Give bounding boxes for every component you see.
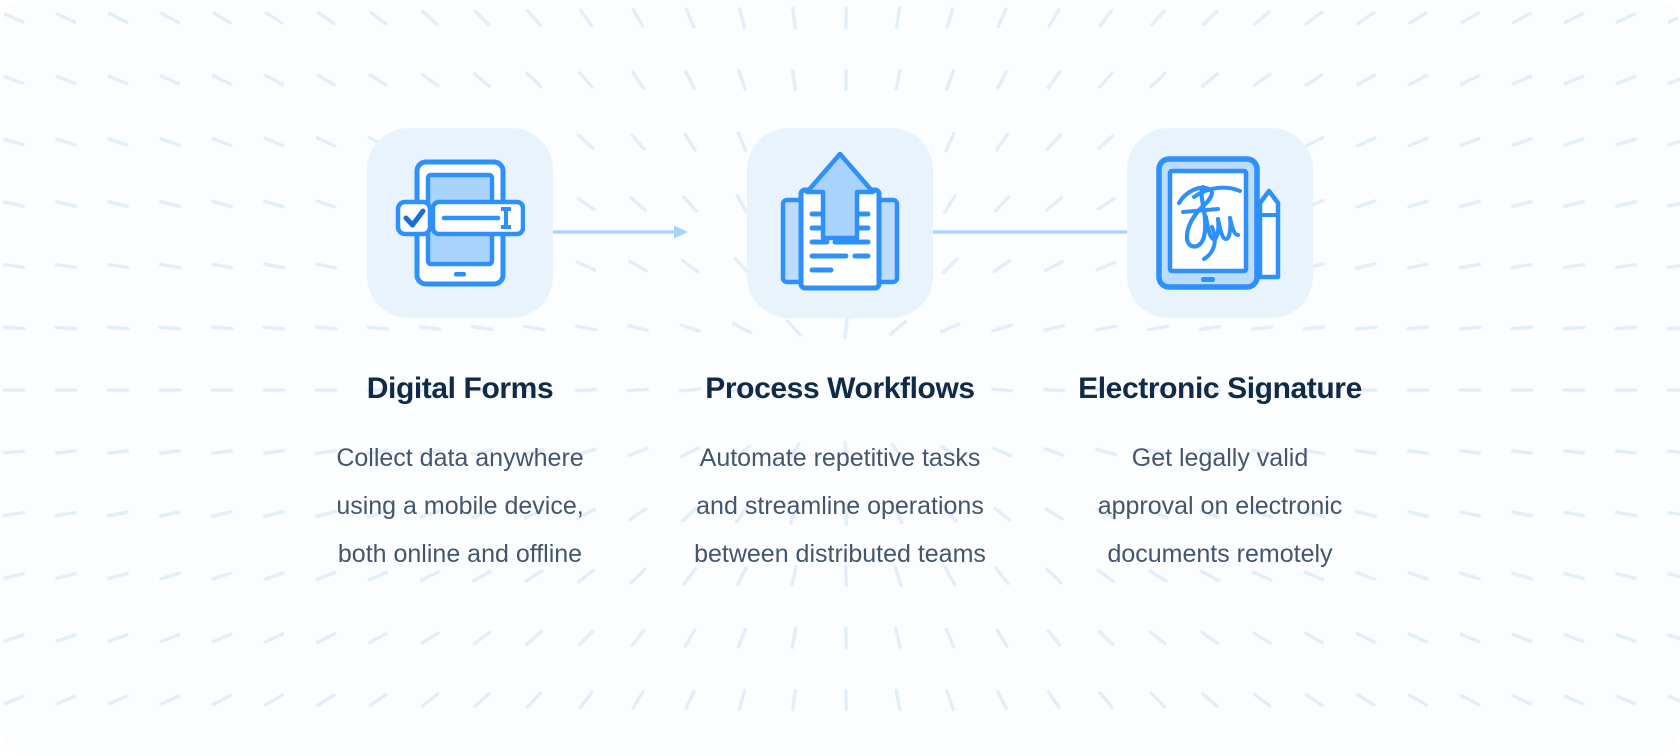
- step-title: Electronic Signature: [1078, 372, 1362, 405]
- step-description-line: Get legally valid: [1131, 443, 1309, 472]
- tablet-signature-pen-icon: [1156, 156, 1281, 290]
- document-upload-arrow-icon: [780, 152, 900, 291]
- step-description-line: between distributed teams: [694, 539, 986, 568]
- step-electronic-signature: Electronic Signature Get legally valid a…: [1030, 128, 1410, 578]
- step-title: Digital Forms: [366, 372, 554, 405]
- step-description-line: documents remotely: [1107, 539, 1333, 568]
- step-icon-tile: [367, 128, 553, 318]
- step-description-line: approval on electronic: [1097, 491, 1343, 520]
- step-description-line: Automate repetitive tasks: [699, 443, 981, 472]
- step-description: Automate repetitive tasks and streamline…: [694, 434, 986, 578]
- step-description-line: Collect data anywhere: [336, 443, 584, 472]
- step-process-workflows: Process Workflows Automate repetitive ta…: [650, 128, 1030, 578]
- step-description-line: and streamline operations: [696, 491, 984, 520]
- step-icon-tile: [747, 128, 933, 318]
- step-digital-forms: Digital Forms Collect data anywhere usin…: [270, 128, 650, 578]
- step-description-line: using a mobile device,: [336, 491, 584, 520]
- tablet-form-checkbox-icon: [395, 159, 525, 287]
- step-description: Get legally valid approval on electronic…: [1098, 434, 1343, 578]
- step-description-line: both online and offline: [337, 539, 583, 568]
- step-description: Collect data anywhere using a mobile dev…: [336, 434, 583, 578]
- step-title: Process Workflows: [705, 372, 975, 405]
- step-icon-tile: [1127, 128, 1313, 318]
